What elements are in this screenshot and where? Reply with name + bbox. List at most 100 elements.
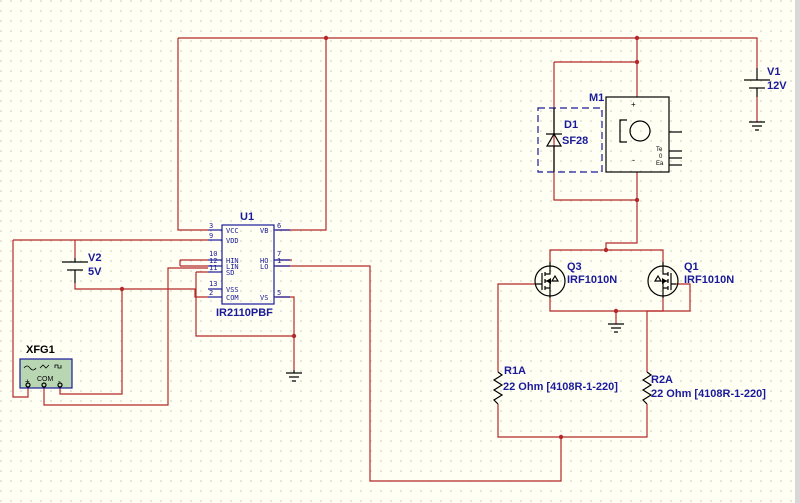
xfg1-com: COM xyxy=(37,376,54,383)
r2a-ref: R2A xyxy=(651,374,673,386)
u1-body xyxy=(221,224,275,305)
junction xyxy=(634,59,640,65)
u1-pin-num: 6 xyxy=(277,222,281,230)
wire-hin-lin[interactable] xyxy=(179,259,208,267)
u1-pin-num: 5 xyxy=(277,289,281,297)
wire-r1a-bottom[interactable] xyxy=(497,404,648,438)
wire-u1-vb[interactable] xyxy=(276,38,327,231)
wire-xfg-com[interactable] xyxy=(43,267,208,406)
q1-value: IRF1010N xyxy=(684,274,734,286)
xfg1-function-generator[interactable]: XFG1 + COM - xyxy=(19,344,73,389)
wire-v2-bottom[interactable] xyxy=(74,283,208,298)
u1-right-pins: VB HO LO VS 6 7 1 5 xyxy=(260,222,290,302)
q3-mosfet[interactable]: Q3 IRF1010N xyxy=(534,261,617,298)
u1-pin-vdd: VDD xyxy=(226,237,239,245)
m1-zero: 0 xyxy=(659,154,663,160)
xfg1-terminal-com xyxy=(41,382,47,388)
d1-dashed-box xyxy=(537,107,603,173)
ground-symbol-q xyxy=(608,323,624,333)
xfg1-plus: + xyxy=(25,377,30,386)
wire-q3-drain[interactable] xyxy=(549,249,606,262)
wire-motor-bottom[interactable] xyxy=(605,172,638,252)
junction xyxy=(323,35,329,41)
u1-pin-vs: VS xyxy=(260,294,268,302)
junction xyxy=(291,333,297,339)
u1-pin-num: 11 xyxy=(209,264,217,272)
m1-minus: - xyxy=(632,155,635,165)
wire-drain-bridge[interactable] xyxy=(606,249,664,262)
d1-diode[interactable]: D1 SF28 xyxy=(537,107,603,173)
u1-ref: U1 xyxy=(240,211,254,223)
motor-armature xyxy=(629,120,651,142)
u1-pin-sd: SD xyxy=(226,269,234,277)
q1-mosfet[interactable]: Q1 IRF1010N xyxy=(647,261,734,298)
u1-driver-ic[interactable]: U1 IR2110PBF VCC VDD HIN LIN SD VSS COM … xyxy=(208,211,290,319)
xfg1-ref: XFG1 xyxy=(26,344,55,356)
u1-pin-ho: HO xyxy=(260,257,268,265)
u1-pin-vb: VB xyxy=(260,227,268,235)
xfg1-minus: - xyxy=(58,377,61,386)
u1-pin-lin: LIN xyxy=(226,263,239,271)
wire-sources[interactable] xyxy=(549,298,664,312)
junction xyxy=(634,35,640,41)
wire-u1-vcc-loop[interactable] xyxy=(177,38,208,231)
r2a-value: 22 Ohm [4108R-1-220] xyxy=(651,388,766,400)
v2-battery[interactable]: V2 5V xyxy=(62,252,102,283)
ground-symbol-v1 xyxy=(749,121,765,131)
r2a-resistor[interactable]: R2A 22 Ohm [4108R-1-220] xyxy=(641,371,766,405)
u1-pin-com: COM xyxy=(226,294,239,302)
d1-value: SF28 xyxy=(562,135,588,147)
wire-v2-left[interactable] xyxy=(12,240,29,398)
ground-symbol-u1 xyxy=(286,370,302,382)
v1-ref: V1 xyxy=(767,66,780,78)
m1-ea: Ea xyxy=(656,161,664,167)
window-edge xyxy=(795,0,800,503)
junctions xyxy=(119,35,640,440)
wire-top-rail[interactable] xyxy=(178,37,758,68)
junction xyxy=(634,197,640,203)
u1-part: IR2110PBF xyxy=(216,307,273,319)
m1-te: Te xyxy=(656,147,663,153)
wire-q1-gate[interactable] xyxy=(646,283,691,372)
motor-rotor xyxy=(619,119,627,143)
xfg1-terminal-plus xyxy=(25,382,31,388)
u1-pin-num: 12 xyxy=(209,257,217,265)
u1-pin-num: 3 xyxy=(209,222,213,230)
wire-q3-gate[interactable] xyxy=(497,283,536,372)
junction xyxy=(119,286,125,292)
d1-ref: D1 xyxy=(564,119,578,131)
v1-battery[interactable]: V1 12V xyxy=(744,66,787,97)
wire-vss-com[interactable] xyxy=(195,271,295,370)
resistor-zigzag xyxy=(641,371,653,405)
m1-plus: + xyxy=(631,100,636,109)
u1-pin-vcc: VCC xyxy=(226,227,239,235)
v2-ref: V2 xyxy=(88,252,101,264)
u1-pin-num: 13 xyxy=(209,280,217,288)
junction xyxy=(558,434,564,440)
v1-value: 12V xyxy=(767,80,787,92)
wire-xfg-minus[interactable] xyxy=(59,289,123,395)
u1-pin-num: 2 xyxy=(209,289,213,297)
resistor-zigzag xyxy=(492,371,504,405)
r1a-resistor[interactable]: R1A 22 Ohm [4108R-1-220] xyxy=(492,365,618,405)
junction xyxy=(613,308,619,314)
q3-ref: Q3 xyxy=(567,261,582,273)
r1a-value: 22 Ohm [4108R-1-220] xyxy=(503,381,618,393)
m1-motor[interactable]: M1 + - Te 0 Ea xyxy=(589,92,682,173)
u1-pin-num: 7 xyxy=(277,250,281,258)
xfg1-waveform-icons xyxy=(23,364,62,371)
u1-pin-num: 1 xyxy=(277,257,281,265)
m1-ref: M1 xyxy=(589,92,604,104)
u1-pin-lo: LO xyxy=(260,263,268,271)
diode-symbol xyxy=(545,108,563,172)
m1-body xyxy=(605,96,670,173)
q3-value: IRF1010N xyxy=(567,274,617,286)
u1-pin-num: 9 xyxy=(209,232,213,240)
u1-pin-vss: VSS xyxy=(226,286,239,294)
r1a-ref: R1A xyxy=(504,365,526,377)
u1-left-pins: VCC VDD HIN LIN SD VSS COM 3 9 10 12 11 … xyxy=(208,222,239,302)
u1-pin-hin: HIN xyxy=(226,257,239,265)
wire-lo[interactable] xyxy=(276,265,562,482)
